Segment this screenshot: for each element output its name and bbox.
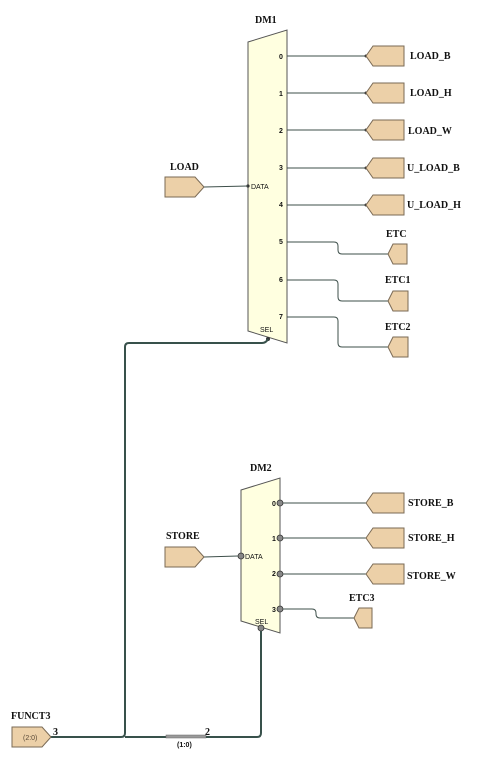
store-tunnel-label: STORE: [166, 531, 200, 542]
dm1-body[interactable]: [247, 29, 288, 344]
dm1-port-label: 2: [279, 128, 283, 135]
dm2-data-pin-label: DATA: [245, 554, 263, 561]
dm1-port-label: 5: [279, 239, 283, 246]
dm1-port-label: 7: [279, 314, 283, 321]
dm2-body[interactable]: [240, 477, 281, 634]
dm1-port-label: 0: [279, 54, 283, 61]
dm1-port-label: 6: [279, 277, 283, 284]
dm2-port-label: 1: [272, 536, 276, 543]
tunnel-etc1[interactable]: ETC1: [385, 275, 411, 312]
funct3-width-label: 3: [53, 727, 58, 738]
dm2-out-port[interactable]: [276, 605, 284, 613]
dm2-demux[interactable]: DM2 DATA SEL 0 1 2 3: [237, 463, 284, 634]
dm1-data-pin-label: DATA: [251, 184, 269, 191]
splitter-bus-to-dm2[interactable]: [206, 631, 262, 738]
tunnel-label: ETC2: [385, 322, 411, 333]
dm2-title: DM2: [250, 463, 272, 474]
dm2-sel-port[interactable]: [257, 624, 265, 632]
tunnel-label: ETC1: [385, 275, 411, 286]
tunnel-label: U_LOAD_H: [407, 200, 461, 211]
dm1-port-label: 4: [279, 202, 283, 209]
tunnel-load-h[interactable]: LOAD_H: [365, 82, 452, 104]
tunnel-store-h[interactable]: STORE_H: [365, 527, 455, 549]
tunnel-etc2[interactable]: ETC2: [385, 322, 411, 358]
tunnel-etc[interactable]: ETC: [386, 229, 408, 265]
funct3-label: FUNCT3: [11, 711, 50, 722]
dm2-data-port[interactable]: [237, 552, 245, 560]
tunnel-label: LOAD_B: [410, 51, 451, 62]
tunnel-u-load-h[interactable]: U_LOAD_H: [365, 194, 461, 216]
load-input-tunnel[interactable]: LOAD: [164, 162, 205, 198]
dm1-demux[interactable]: DM1 DATA SEL 0 1 2 3 4 5 6 7: [246, 15, 288, 344]
tunnel-label: STORE_W: [407, 571, 456, 582]
dm1-out-wire[interactable]: [287, 316, 388, 348]
store-input-tunnel[interactable]: STORE: [164, 531, 205, 568]
tunnel-label: LOAD_W: [408, 126, 452, 137]
dm1-out-wire[interactable]: [287, 279, 388, 302]
load-tunnel-label: LOAD: [170, 162, 199, 173]
dm2-port-label: 3: [272, 607, 276, 614]
dm1-sel-pin-label: SEL: [260, 327, 273, 334]
bit-splitter[interactable]: (1:0): [165, 734, 207, 749]
dm1-title: DM1: [255, 15, 277, 26]
tunnel-store-w[interactable]: STORE_W: [365, 563, 456, 585]
dm1-port-label: 1: [279, 91, 283, 98]
dm2-out-port[interactable]: [276, 570, 284, 578]
dm1-out-wire[interactable]: [287, 241, 388, 255]
tunnel-store-b[interactable]: STORE_B: [365, 492, 454, 514]
dm2-out-port[interactable]: [276, 534, 284, 542]
dm2-port-label: 0: [272, 501, 276, 508]
funct3-input-tunnel[interactable]: (2:0) FUNCT3 3: [11, 711, 58, 748]
dm1-port-label: 3: [279, 165, 283, 172]
dm2-sel-pin-label: SEL: [255, 619, 268, 626]
splitter-width-label: 2: [205, 727, 210, 738]
funct3-range-label: (2:0): [23, 735, 37, 742]
dm2-out-port[interactable]: [276, 499, 284, 507]
load-wire[interactable]: [203, 185, 249, 188]
store-wire[interactable]: [203, 555, 239, 558]
tunnel-label: ETC: [386, 229, 407, 240]
tunnel-u-load-b[interactable]: U_LOAD_B: [365, 157, 460, 179]
tunnel-load-w[interactable]: LOAD_W: [365, 119, 452, 141]
tunnel-label: ETC3: [349, 593, 375, 604]
tunnel-etc3[interactable]: ETC3: [349, 593, 375, 629]
splitter-range-label: (1:0): [177, 742, 192, 749]
tunnel-label: LOAD_H: [410, 88, 452, 99]
dm2-out-wire[interactable]: [283, 608, 354, 619]
tunnel-load-b[interactable]: LOAD_B: [365, 45, 451, 67]
funct3-bus-to-dm1[interactable]: [51, 338, 269, 738]
tunnel-label: STORE_H: [408, 533, 455, 544]
tunnel-label: STORE_B: [408, 498, 454, 509]
tunnel-label: U_LOAD_B: [407, 163, 460, 174]
dm2-port-label: 2: [272, 571, 276, 578]
